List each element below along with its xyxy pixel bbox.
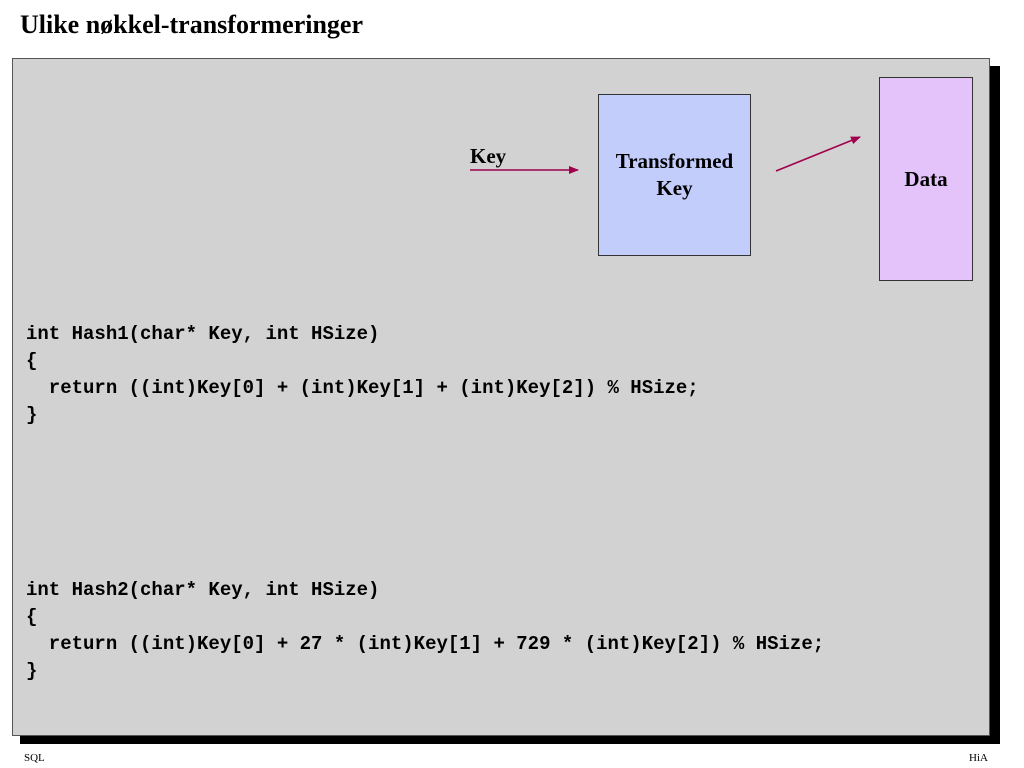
transformed-key-label: Transformed Key — [615, 149, 734, 200]
footer-left: SQL — [24, 752, 45, 764]
hash2-code: int Hash2(char* Key, int HSize) { return… — [26, 579, 825, 682]
data-arrow — [775, 136, 861, 172]
content-panel — [12, 58, 990, 736]
data-label: Data — [904, 166, 948, 191]
key-label: Key — [470, 144, 507, 168]
slide-title: Ulike nøkkel-transformeringer — [20, 10, 364, 39]
transformed-key-box: Transformed Key — [598, 94, 751, 256]
hash1-code: int Hash1(char* Key, int HSize) { return… — [26, 323, 699, 426]
data-box: Data — [879, 77, 973, 281]
footer-right: HiA — [969, 752, 988, 764]
